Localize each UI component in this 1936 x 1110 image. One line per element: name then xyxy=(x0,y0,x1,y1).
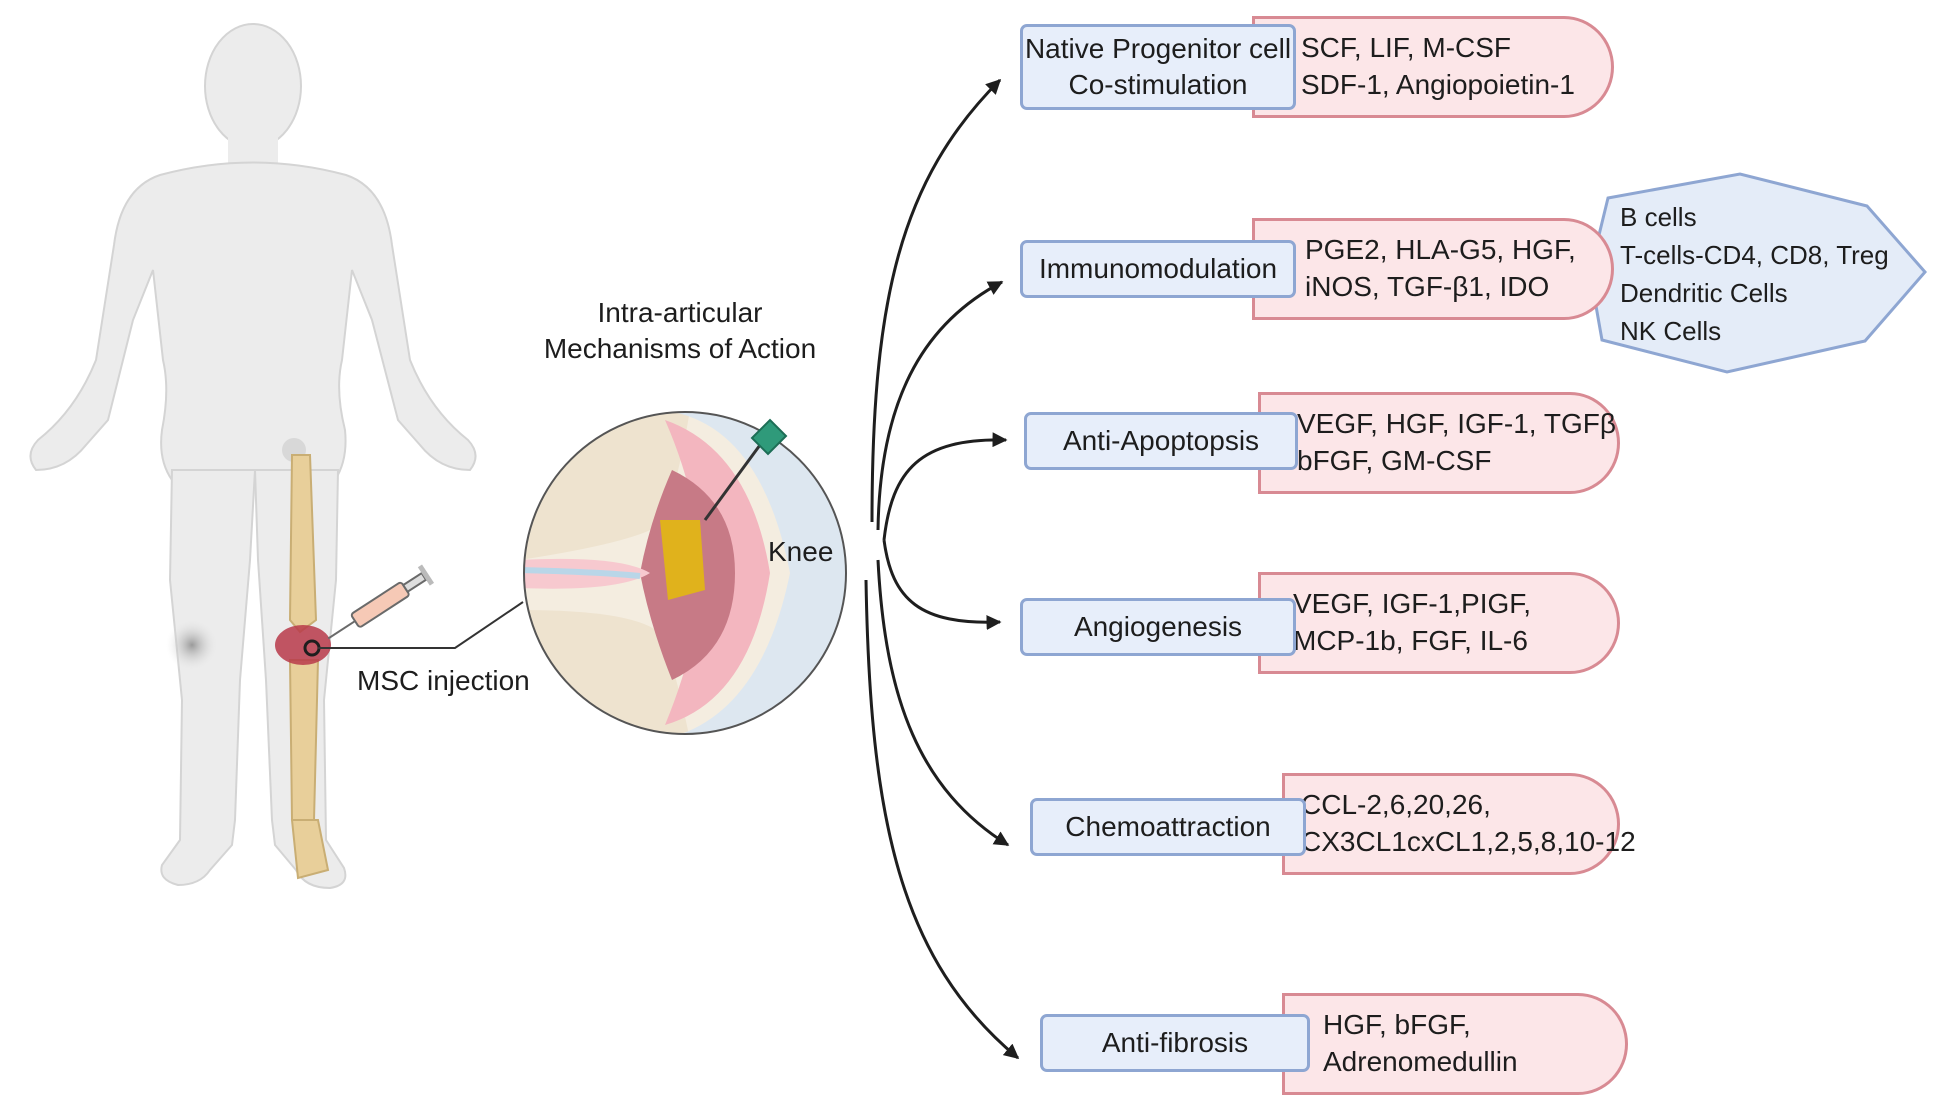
factor-line: PGE2, HLA-G5, HGF, xyxy=(1305,234,1576,266)
factor-line: CCL-2,6,20,26, xyxy=(1301,789,1491,821)
mechanism-name-line: Chemoattraction xyxy=(1065,811,1271,843)
immune-cell-item: NK Cells xyxy=(1620,316,1722,346)
human-body-illustration xyxy=(29,23,477,890)
factor-line: HGF, bFGF, xyxy=(1323,1009,1471,1041)
mechanism-box: Native Progenitor cell Co-stimulation xyxy=(1020,24,1296,110)
factor-box: CCL-2,6,20,26, CX3CL1cxCL1,2,5,8,10-12 xyxy=(1282,773,1636,875)
factor-box: SCF, LIF, M-CSF SDF-1, Angiopoietin-1 xyxy=(1252,16,1614,118)
mechanism-name-line: Anti-fibrosis xyxy=(1101,1027,1249,1059)
factor-box: VEGF, IGF-1,PIGF, MCP-1b, FGF, IL-6 xyxy=(1258,572,1620,674)
knee-label: Knee xyxy=(768,536,834,567)
left-leg xyxy=(160,469,257,887)
knee-closeup-border xyxy=(523,411,847,735)
arrow-to-chemoattraction xyxy=(876,559,1010,847)
mechanism-name-line: Angiogenesis xyxy=(1073,611,1243,643)
factor-line: SCF, LIF, M-CSF xyxy=(1301,32,1512,64)
mechanism-name-line: Immunomodulation xyxy=(1038,253,1278,285)
factor-line: Adrenomedullin xyxy=(1323,1046,1518,1077)
mechanism-box: Angiogenesis xyxy=(1020,598,1296,656)
mechanism-arrows xyxy=(864,78,1020,1060)
head xyxy=(204,23,302,149)
torso xyxy=(29,161,477,481)
factor-line: VEGF, HGF, IGF-1, TGFβ xyxy=(1297,408,1616,440)
diagram-title: Intra-articular Mechanisms of Action xyxy=(530,295,830,368)
arrow-to-angiogenesis xyxy=(882,539,1002,630)
factor-box: PGE2, HLA-G5, HGF, iNOS, TGF-β1, IDO xyxy=(1252,218,1614,320)
factor-line: iNOS, TGF-β1, IDO xyxy=(1305,271,1550,302)
factor-line: MCP-1b, FGF, IL-6 xyxy=(1293,625,1528,656)
factor-line: bFGF, GM-CSF xyxy=(1297,445,1492,476)
mechanism-name-line: Native Progenitor cell xyxy=(1024,33,1292,65)
mechanism-name-line: Co-stimulation xyxy=(1068,69,1248,100)
factor-box: HGF, bFGF, Adrenomedullin xyxy=(1282,993,1628,1095)
arrow-to-immunomodulation xyxy=(876,280,1004,531)
msc-injection-label: MSC injection xyxy=(357,665,530,696)
mechanism-box: Chemoattraction xyxy=(1030,798,1306,856)
syringe-icon xyxy=(327,564,435,640)
diagram-title-line2: Mechanisms of Action xyxy=(543,333,817,365)
arrow-to-native-progenitor xyxy=(870,78,1002,523)
mechanism-box: Anti-fibrosis xyxy=(1040,1014,1310,1072)
leg-bones xyxy=(275,438,331,880)
knee-closeup-illustration xyxy=(523,411,847,735)
factor-box: VEGF, HGF, IGF-1, TGFβ bFGF, GM-CSF xyxy=(1258,392,1620,494)
injection-connector-line xyxy=(318,601,524,649)
immune-cells-list: B cells T-cells-CD4, CD8, Treg Dendritic… xyxy=(1620,198,1889,350)
factor-line: CX3CL1cxCL1,2,5,8,10-12 xyxy=(1301,826,1636,857)
arrow-to-anti-apoptopsis xyxy=(882,432,1008,541)
factor-line: SDF-1, Angiopoietin-1 xyxy=(1301,69,1575,100)
mechanism-name-line: Anti-Apoptopsis xyxy=(1062,425,1260,457)
factor-line: VEGF, IGF-1,PIGF, xyxy=(1293,588,1532,620)
needle-hub-icon xyxy=(750,418,788,456)
inflamed-knee-joint xyxy=(275,625,331,665)
mechanism-box: Immunomodulation xyxy=(1020,240,1296,298)
arrow-to-anti-fibrosis xyxy=(864,579,1020,1060)
mechanism-box: Anti-Apoptopsis xyxy=(1024,412,1298,470)
immune-cell-item: T-cells-CD4, CD8, Treg xyxy=(1620,240,1889,270)
diagram-title-line1: Intra-articular xyxy=(597,297,763,328)
bruise-marker xyxy=(166,619,218,671)
immune-cell-item: B cells xyxy=(1620,202,1697,232)
immune-cell-item: Dendritic Cells xyxy=(1620,278,1788,308)
